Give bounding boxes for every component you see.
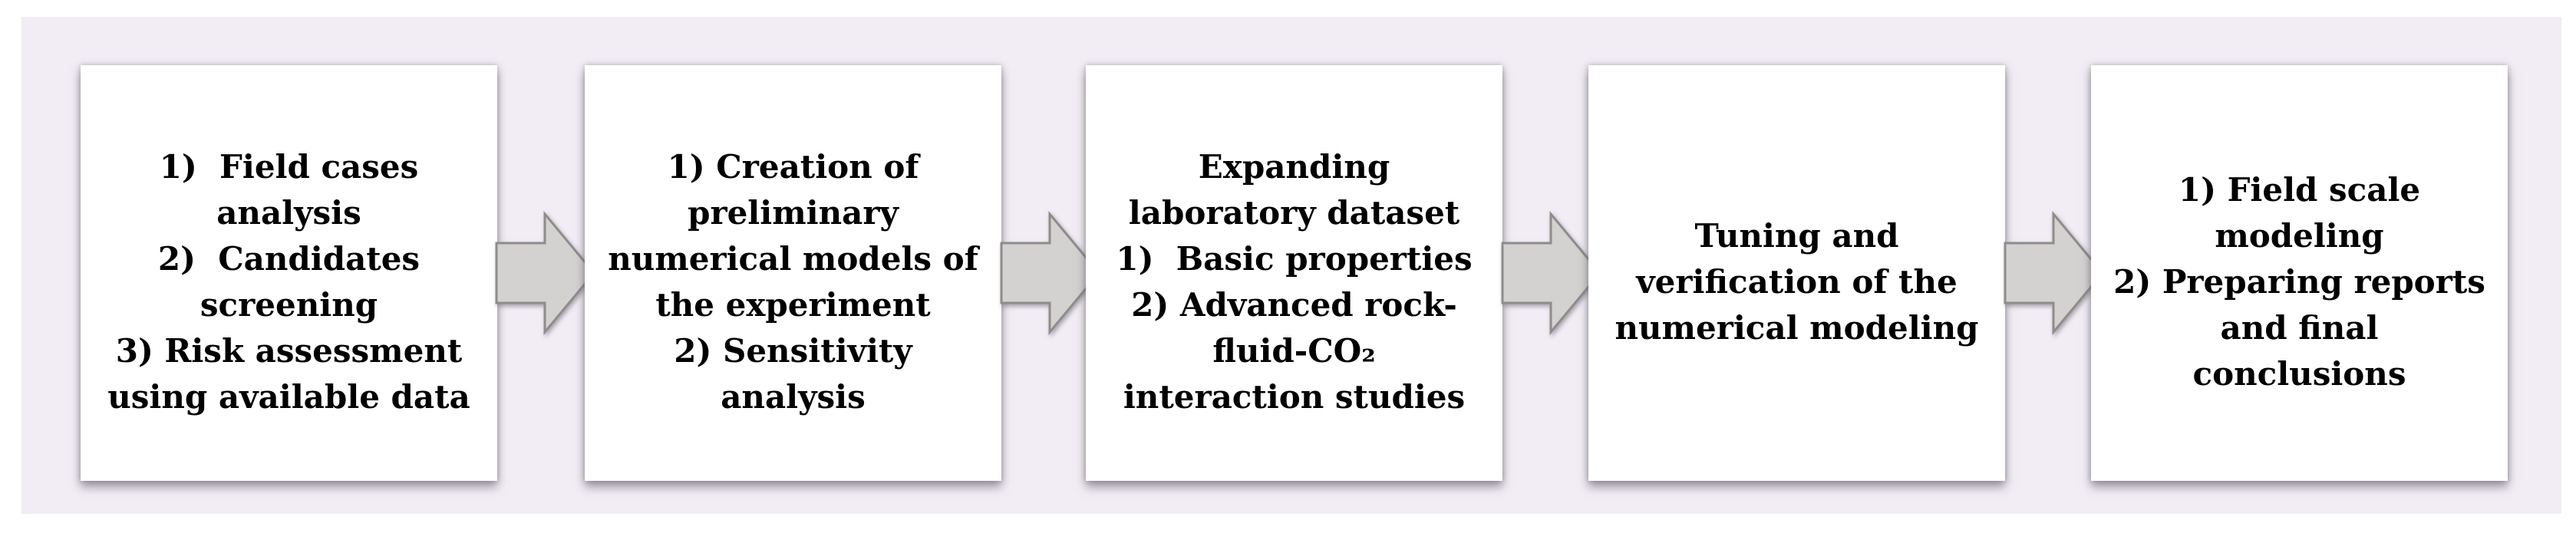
step-box-tuning-verification: Tuning and verification of the numerical… xyxy=(1588,65,2005,481)
step-text-line: numerical modeling xyxy=(1615,309,1979,347)
step-text-line: laboratory dataset xyxy=(1128,194,1460,232)
step-text-line: screening xyxy=(200,286,378,324)
step-text-line: analysis xyxy=(721,378,866,416)
step-text-line: conclusions xyxy=(2192,355,2406,393)
step-text-line: fluid-CO₂ xyxy=(1212,332,1376,370)
step-text-line: Tuning and xyxy=(1694,217,1899,255)
step-text-line: 2) Advanced rock- xyxy=(1131,286,1457,324)
step-text-line: numerical models of xyxy=(608,240,978,278)
step-text-line: preliminary xyxy=(688,194,899,232)
step-text-line: the experiment xyxy=(655,286,931,324)
step-text-line: 2) Sensitivity xyxy=(674,332,912,370)
step-text-line: and final xyxy=(2220,309,2379,347)
right-arrow-icon xyxy=(1501,210,1601,336)
step-text-line: 2) Preparing reports xyxy=(2113,263,2485,301)
step-text-line: 2) Candidates xyxy=(157,240,421,278)
step-box-laboratory-dataset: Expanding laboratory dataset 1) Basic pr… xyxy=(1086,65,1502,481)
step-box-field-scale-reports: 1) Field scale modeling 2) Preparing rep… xyxy=(2091,65,2508,481)
step-text-line: using available data xyxy=(107,378,470,416)
step-text-line: 1) Creation of xyxy=(667,148,919,186)
right-arrow-icon xyxy=(2004,210,2104,336)
right-arrow-icon xyxy=(1000,210,1100,336)
step-text-line: interaction studies xyxy=(1123,378,1466,416)
step-text-line: 1) Field scale xyxy=(2178,171,2421,209)
step-text-line: 1) Basic properties xyxy=(1116,240,1473,278)
step-text-line: 3) Risk assessment xyxy=(115,332,463,370)
step-text-line: Expanding xyxy=(1198,148,1390,186)
step-text-line: verification of the xyxy=(1636,263,1958,301)
step-text-line: modeling xyxy=(2215,217,2384,255)
step-text-line: 1) Field cases xyxy=(159,148,419,186)
step-text-line: analysis xyxy=(216,194,361,232)
step-box-field-analysis: 1) Field cases analysis 2) Candidates sc… xyxy=(81,65,497,481)
step-box-preliminary-models: 1) Creation of preliminary numerical mod… xyxy=(585,65,1001,481)
right-arrow-icon xyxy=(495,210,595,336)
